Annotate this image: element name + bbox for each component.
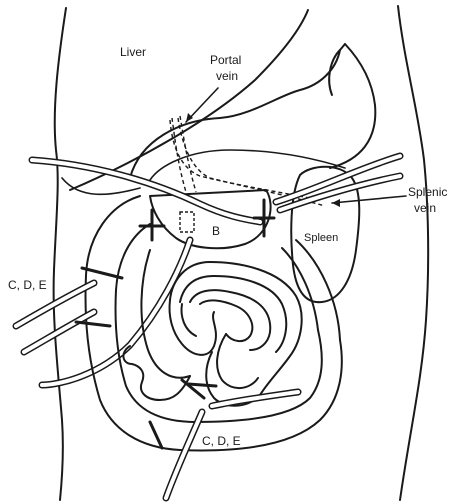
liver-label: Liver (120, 45, 146, 59)
cde-bottom-label: C, D, E (202, 434, 241, 448)
stomach-outline (130, 44, 375, 180)
portal-vein-arrowhead (186, 113, 193, 122)
upper-catheter (32, 156, 400, 222)
liver-outline (70, 10, 308, 190)
splenic-vein-label-line2: vein (414, 201, 436, 215)
portal-vein-label-line2: vein (216, 69, 238, 83)
portal-vein-label-line1: Portal (210, 53, 241, 67)
spleen-label: Spleen (304, 232, 338, 244)
cde-left-label: C, D, E (8, 278, 47, 292)
splenic-vein-arrowhead (332, 199, 340, 207)
small-intestine (123, 250, 301, 406)
splenic-vein-label-arrow (332, 196, 406, 203)
body-outline (54, 6, 429, 500)
region-b-label: B (212, 224, 220, 238)
splenic-vein-label-line1: Splenic (408, 185, 447, 199)
